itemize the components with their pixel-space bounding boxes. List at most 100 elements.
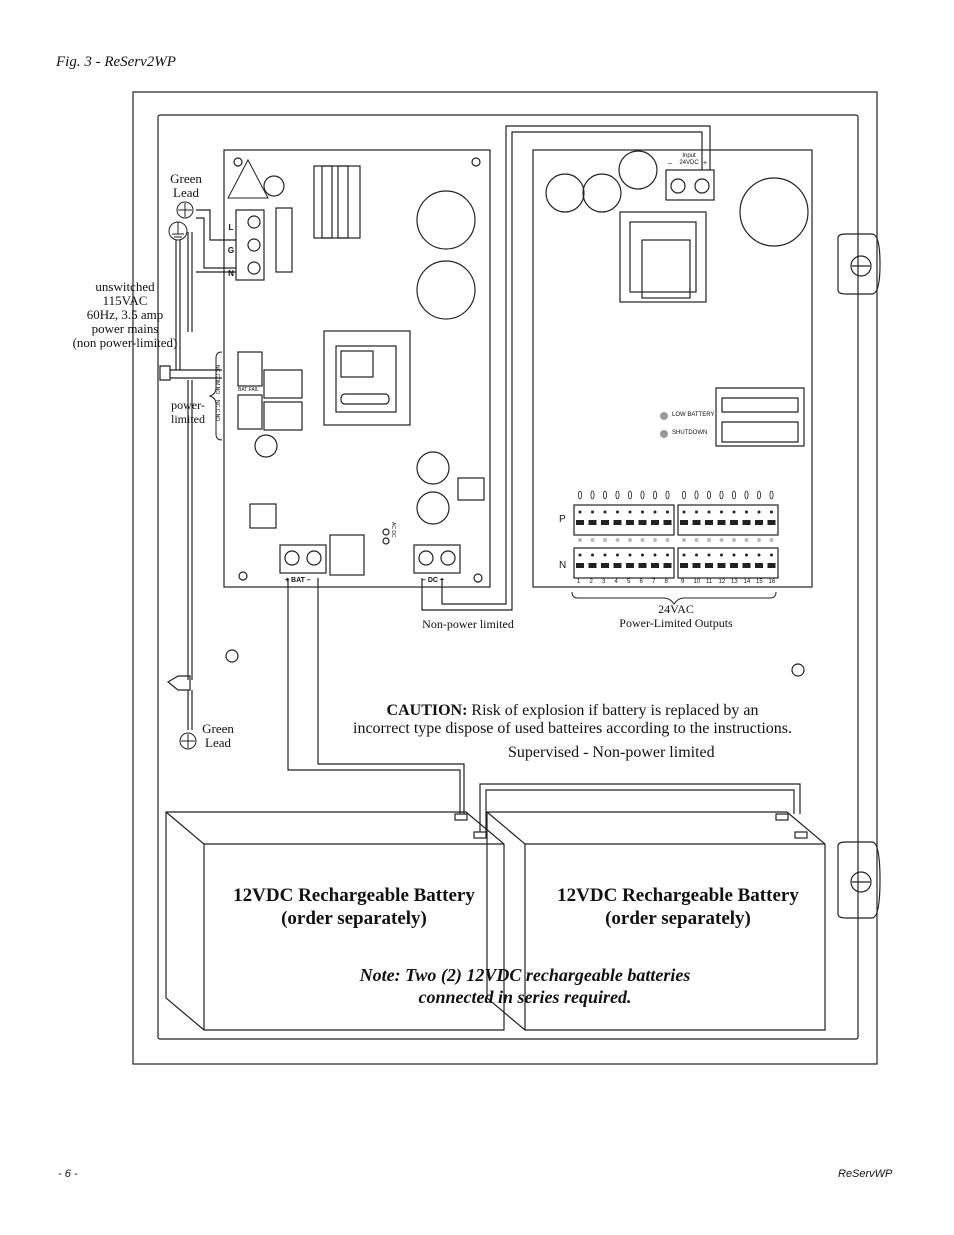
- p-terminal-screw-1: [576, 520, 584, 525]
- output-number-15: 15: [756, 579, 763, 585]
- gap-dot-7: [653, 538, 657, 542]
- bat-fail-label: BAT FAIL: [238, 387, 259, 393]
- input-minus: –: [668, 160, 672, 167]
- power-limited-label: power-limited: [171, 398, 205, 426]
- fuse-9: [682, 490, 687, 500]
- p-terminal-dot-1: [578, 510, 582, 514]
- n-terminal-dot-16: [770, 553, 773, 557]
- n-terminal-dot-3: [603, 553, 607, 557]
- n-terminal-dot-7: [653, 553, 657, 557]
- n-terminal-dot-13: [732, 553, 736, 557]
- ac-dc-led-label: AC DC: [390, 522, 396, 538]
- p-terminal-dot-5: [628, 510, 632, 514]
- n-terminal-dot-8: [666, 553, 669, 557]
- n-terminal-dot-9: [682, 553, 686, 557]
- p-terminal-dot-16: [770, 510, 773, 514]
- fuse-3: [603, 490, 608, 500]
- p-terminal-screw-2: [588, 520, 597, 525]
- latch-bottom: [837, 841, 881, 919]
- p-terminal-screw-8: [663, 520, 672, 525]
- output-number-6: 6: [639, 579, 643, 585]
- figure-title: Fig. 3 - ReServ2WP: [56, 54, 176, 70]
- fuse-6: [640, 490, 645, 500]
- p-terminal-screw-3: [601, 520, 609, 525]
- output-number-7: 7: [652, 579, 656, 585]
- n-terminal-dot-2: [591, 553, 594, 557]
- n-terminal-screw-3: [601, 563, 609, 568]
- p-terminal-screw-9: [680, 520, 688, 525]
- output-number-3: 3: [602, 579, 606, 585]
- p-terminal-screw-10: [692, 520, 701, 525]
- latch-top: [837, 233, 881, 295]
- p-terminal-screw-12: [717, 520, 726, 525]
- n-terminal-dot-12: [720, 553, 723, 557]
- output-number-10: 10: [693, 579, 701, 585]
- p-terminal-dot-14: [745, 510, 748, 514]
- p-terminal-screw-11: [705, 520, 713, 525]
- battery-left-label: 12VDC Rechargeable Battery(order separat…: [233, 885, 475, 929]
- n-terminal-dot-14: [745, 553, 748, 557]
- n-terminal-screw-4: [613, 563, 622, 568]
- n-terminal-dot-11: [707, 553, 711, 557]
- output-number-2: 2: [589, 579, 593, 585]
- gap-dot-2: [590, 538, 595, 542]
- row-n-label: N: [559, 560, 567, 571]
- p-terminal-screw-16: [767, 520, 776, 525]
- battery-left: [165, 811, 505, 1031]
- gap-dot-9: [682, 538, 686, 542]
- gap-dot-16: [769, 538, 774, 542]
- n-terminal-screw-11: [705, 563, 713, 568]
- supervised-label: Supervised - Non-power limited: [508, 744, 715, 761]
- fuse-7: [653, 490, 658, 500]
- gap-dot-5: [628, 538, 632, 542]
- gap-dot-3: [603, 538, 607, 542]
- n-terminal-screw-13: [730, 563, 738, 568]
- n-terminal-screw-8: [663, 563, 672, 568]
- output-number-5: 5: [627, 579, 631, 585]
- n-terminal-screw-14: [742, 563, 751, 568]
- p-terminal-screw-6: [638, 520, 647, 525]
- caution-line1: Risk of explosion if battery is replaced…: [467, 702, 759, 719]
- output-number-14: 14: [743, 579, 751, 585]
- battery-right: [486, 811, 826, 1031]
- non-power-limited-label: Non-power limited: [422, 617, 514, 631]
- fuse-11: [707, 490, 712, 500]
- fuse-16: [769, 490, 774, 500]
- n-terminal-screw-9: [680, 563, 688, 568]
- bat-terminal-label: + BAT –: [285, 577, 311, 584]
- output-number-12: 12: [718, 579, 726, 585]
- n-terminal-dot-6: [641, 553, 644, 557]
- n-terminal-dot-1: [578, 553, 582, 557]
- n-terminal-screw-16: [767, 563, 776, 568]
- p-terminal-screw-15: [755, 520, 763, 525]
- fuse-15: [757, 490, 762, 500]
- fuse-5: [628, 490, 633, 500]
- n-terminal-dot-5: [628, 553, 632, 557]
- p-terminal-screw-14: [742, 520, 751, 525]
- p-terminal-screw-7: [651, 520, 659, 525]
- fuse-14: [744, 490, 749, 500]
- n-terminal-screw-15: [755, 563, 763, 568]
- n-terminal-screw-10: [692, 563, 701, 568]
- caution-line2: incorrect type dispose of used batteires…: [353, 720, 792, 737]
- p-terminal-dot-2: [591, 510, 594, 514]
- p-terminal-dot-15: [757, 510, 761, 514]
- p-terminal-dot-13: [732, 510, 736, 514]
- gap-dot-6: [640, 538, 645, 542]
- gap-dot-14: [744, 538, 749, 542]
- n-terminal-screw-1: [576, 563, 584, 568]
- n-terminal-dot-4: [616, 553, 619, 557]
- gap-dot-11: [707, 538, 711, 542]
- product-name: ReServWP: [838, 1168, 893, 1180]
- fuse-12: [719, 490, 724, 500]
- p-terminal-dot-10: [695, 510, 698, 514]
- input-plus: +: [703, 160, 708, 167]
- p-terminal-dot-9: [682, 510, 686, 514]
- gap-dot-13: [732, 538, 736, 542]
- n-terminal-screw-5: [626, 563, 634, 568]
- output-number-13: 13: [731, 579, 738, 585]
